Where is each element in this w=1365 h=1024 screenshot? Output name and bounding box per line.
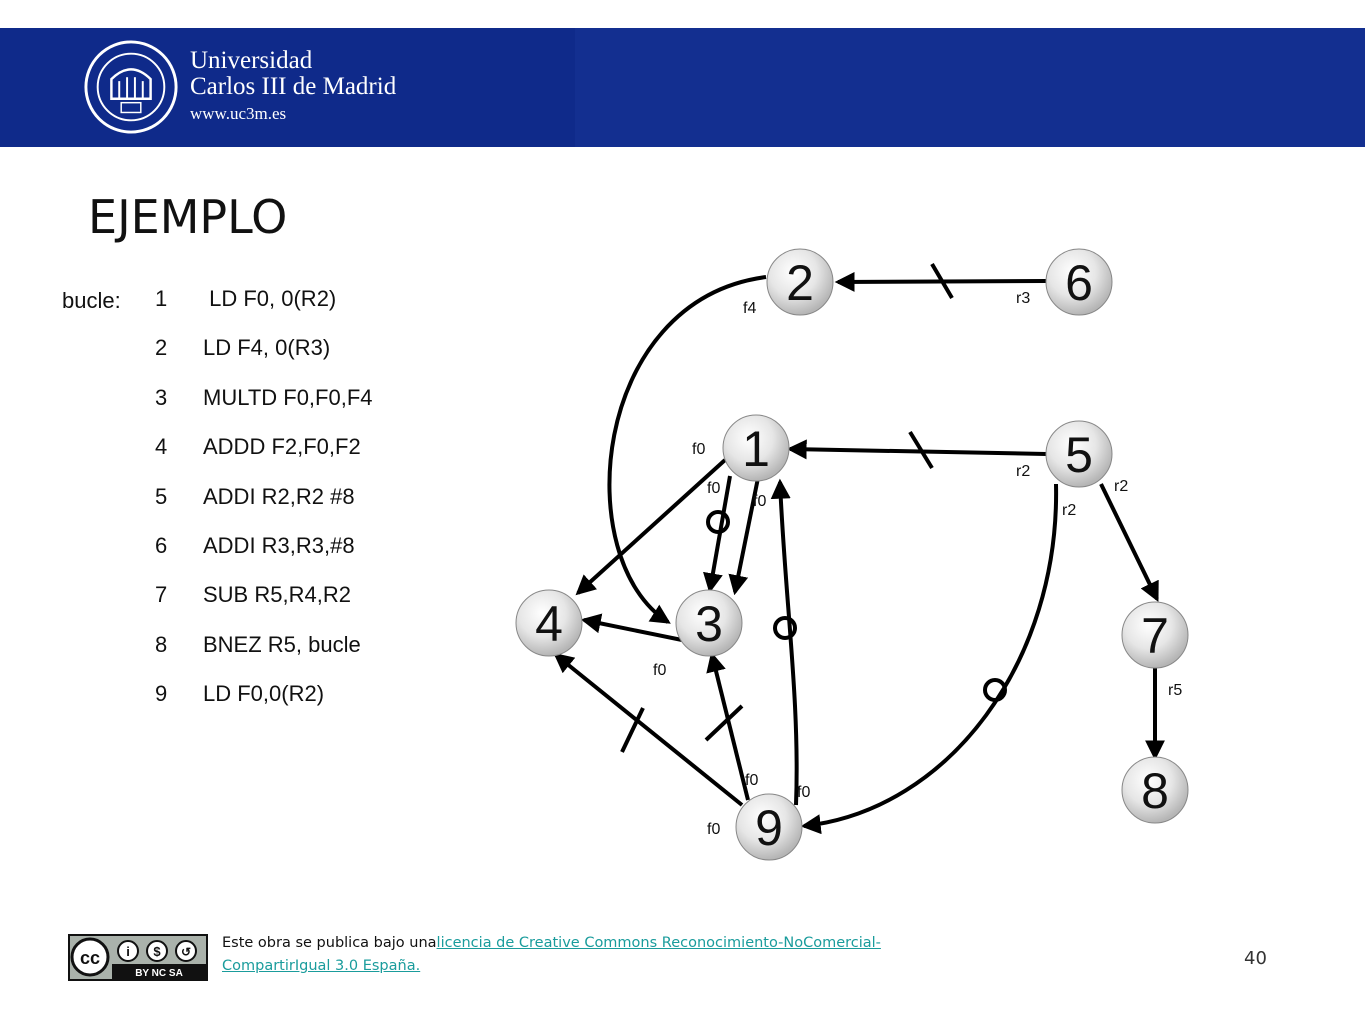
license-notice: Este obra se publica bajo unalicencia de…	[222, 932, 902, 978]
edge-label-1-4: f0	[692, 441, 705, 458]
node-2-circle	[766, 248, 834, 316]
edge-5-1	[786, 439, 1047, 460]
instruction-line: 7 SUB R5,R4,R2	[155, 582, 373, 631]
instruction-line: 3 MULTD F0,F0,F4	[155, 385, 373, 434]
node-8-label: 8	[1141, 763, 1169, 819]
instruction-number: 7	[155, 582, 168, 608]
svg-text:cc: cc	[80, 948, 100, 968]
edge-5-7	[1099, 483, 1159, 602]
output-dependency-mark	[706, 510, 730, 534]
logo-line-2: Carlos III de Madrid	[190, 73, 397, 100]
edge-9-4	[553, 652, 744, 807]
node-1-circle	[722, 414, 790, 482]
instruction-number: 3	[155, 384, 168, 410]
instruction-number: 6	[155, 532, 168, 558]
instruction-number: 9	[155, 681, 168, 707]
instruction-number: 4	[155, 434, 168, 460]
instruction-line: 4 ADDD F2,F0,F2	[155, 434, 373, 483]
header-bar: Universidad Carlos III de Madrid www.uc3…	[0, 28, 1365, 147]
svg-text:i: i	[126, 944, 130, 959]
page-number: 40	[1244, 948, 1267, 969]
node-4-label: 4	[535, 596, 563, 652]
output-dependency-mark	[983, 678, 1007, 702]
instruction-text: MULTD F0,F0,F4	[203, 384, 373, 410]
anti-dependency-mark	[620, 707, 645, 753]
node-4-circle	[515, 589, 583, 657]
instruction-line: 8 BNEZ R5, bucle	[155, 632, 373, 681]
edge-1-3-b	[728, 477, 760, 596]
instruction-number: 1	[155, 286, 168, 311]
instruction-number: 2	[155, 335, 168, 361]
edge-label-3-4: f0	[653, 662, 666, 679]
node-9-circle	[735, 793, 803, 861]
cc-badge-text: BY NC SA	[135, 968, 183, 979]
slide-title: EJEMPLO	[88, 190, 288, 244]
anti-dependency-mark	[704, 704, 744, 742]
instruction-number: 8	[155, 631, 168, 657]
node-8-circle	[1121, 756, 1189, 824]
output-dependency-mark	[773, 616, 797, 640]
edge-9-1	[770, 478, 799, 806]
edge-2-3	[607, 275, 767, 624]
node-6-circle	[1045, 248, 1113, 316]
instruction-line: 5 ADDI R2,R2 #8	[155, 484, 373, 533]
node-7-label: 7	[1141, 608, 1169, 664]
creative-commons-badge-icon: cc i $ ↺ BY NC SA	[68, 934, 208, 981]
anti-dependency-mark	[930, 262, 954, 300]
instruction-text: ADDD F2,F0,F2	[203, 434, 361, 460]
edge-9-3	[706, 651, 750, 801]
edge-label-6-2: r3	[1016, 290, 1030, 307]
license-link[interactable]: licencia de Creative Commons Reconocimie…	[222, 935, 881, 974]
svg-text:↺: ↺	[181, 945, 191, 959]
logo-url: www.uc3m.es	[190, 104, 287, 123]
node-7-circle	[1121, 601, 1189, 669]
edge-label-7-8: r5	[1168, 682, 1182, 699]
edge-label-5-9: r2	[1062, 502, 1076, 519]
instruction-text: ADDI R3,R3,#8	[203, 532, 355, 558]
instruction-line: 2 LD F4, 0(R3)	[155, 335, 373, 384]
edge-1-4	[575, 458, 727, 596]
university-wordmark: Universidad Carlos III de Madrid www.uc3…	[190, 48, 396, 128]
edge-label-1-3-b: f0	[753, 493, 766, 510]
instruction-text: SUB R5,R4,R2	[203, 582, 351, 608]
university-seal-logo	[84, 40, 178, 134]
node-9-label: 9	[755, 800, 783, 856]
instruction-number: 5	[155, 483, 168, 509]
edge-label-5-1: r2	[1016, 463, 1030, 480]
license-prefix: Este obra se publica bajo una	[222, 935, 437, 951]
edge-label-5-7: r2	[1114, 478, 1128, 495]
node-1-label: 1	[742, 421, 770, 477]
edge-label-9-4: f0	[707, 821, 720, 838]
instruction-line: 1 LD F0, 0(R2)	[155, 286, 373, 335]
logo-line-1: Universidad	[190, 47, 313, 74]
instruction-line: 6 ADDI R3,R3,#8	[155, 533, 373, 582]
svg-text:$: $	[153, 944, 161, 959]
node-6-label: 6	[1065, 255, 1093, 311]
node-5-circle	[1045, 420, 1113, 488]
anti-dependency-mark	[908, 430, 934, 470]
node-5-label: 5	[1065, 427, 1093, 483]
edge-label-9-3: f0	[745, 772, 758, 789]
node-3-label: 3	[695, 596, 723, 652]
instruction-line: 9 LD F0,0(R2)	[155, 681, 373, 730]
instruction-text: LD F0,0(R2)	[203, 681, 325, 707]
edge-label-2-3: f4	[743, 300, 756, 317]
edge-5-9	[800, 483, 1059, 835]
node-3-circle	[675, 589, 743, 657]
instruction-text: LD F4, 0(R3)	[203, 335, 331, 361]
instruction-list: 1 LD F0, 0(R2) 2 LD F4, 0(R3) 3 MULTD F0,F…	[155, 286, 373, 731]
edge-label-1-3-a: f0	[707, 480, 720, 497]
instruction-text: ADDI R2,R2 #8	[203, 483, 355, 509]
instruction-text: BNEZ R5, bucle	[203, 631, 361, 657]
header-bar-right	[575, 28, 1365, 147]
instruction-text: LD F0, 0(R2)	[203, 286, 337, 311]
edge-3-4	[580, 613, 683, 642]
edge-label-9-1: f0	[797, 784, 810, 801]
loop-label: bucle:	[62, 288, 121, 313]
node-2-label: 2	[786, 255, 814, 311]
